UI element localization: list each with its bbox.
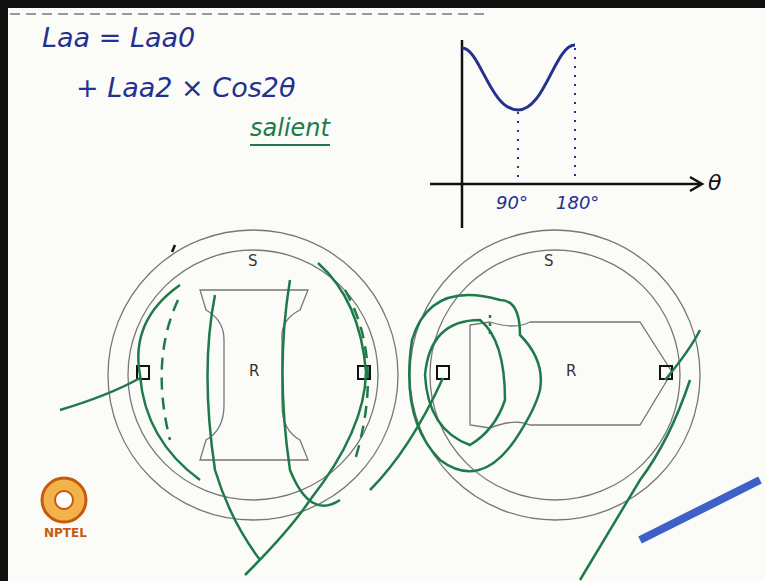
page-edge	[10, 13, 490, 15]
rotor: R	[470, 322, 672, 425]
machine-left	[108, 230, 398, 520]
stator-label: S	[544, 252, 554, 270]
flux-lines-left	[60, 245, 368, 575]
machine-right	[410, 230, 700, 520]
formula-line: Laa = Laa0	[42, 22, 195, 53]
axis-tick: 180°	[556, 192, 599, 213]
salient-note: salient	[250, 114, 330, 146]
rotor: R	[200, 290, 308, 460]
top-band	[0, 0, 765, 8]
formula-line: + Laa2 × Cos2θ	[76, 72, 295, 103]
stator: SR	[410, 230, 700, 520]
inductance-graph	[430, 40, 702, 228]
pen	[640, 480, 760, 540]
axis-tick: 90°	[496, 192, 528, 213]
nptel-logo	[42, 478, 86, 522]
rotor-label: R	[249, 362, 259, 380]
left-band	[0, 0, 8, 581]
stator: SR	[108, 230, 398, 520]
axis-name: θ	[708, 170, 721, 195]
rotor-label: R	[566, 362, 576, 380]
watermark: NPTEL	[44, 526, 87, 540]
stator-label: S	[248, 252, 258, 270]
